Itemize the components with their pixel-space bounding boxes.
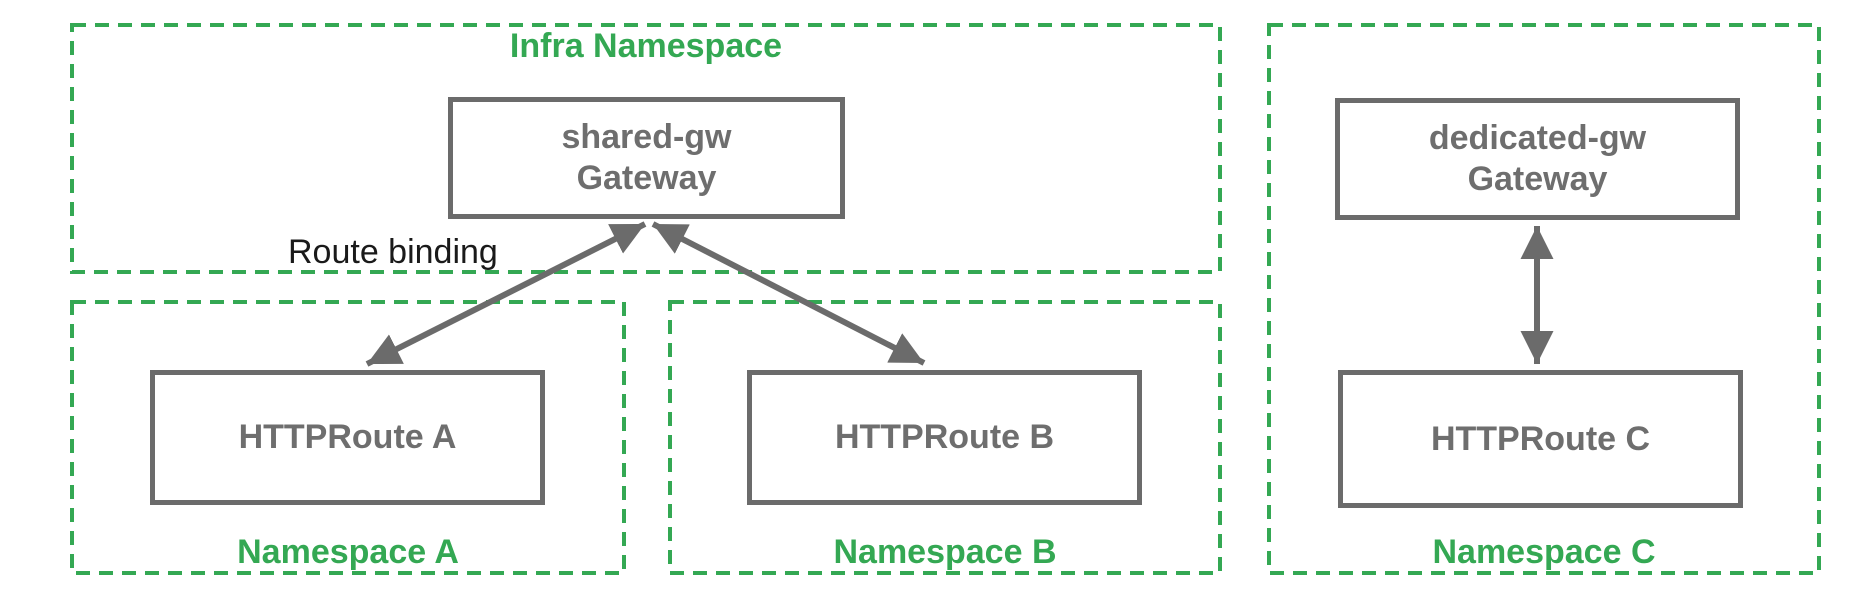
route-binding-annotation: Route binding — [288, 233, 498, 271]
httproute-b-node: HTTPRoute B — [747, 370, 1142, 505]
namespace-a-label: Namespace A — [237, 533, 459, 571]
dedicated-gateway-name: dedicated-gw — [1428, 119, 1647, 157]
httproute-b-label: HTTPRoute B — [834, 418, 1055, 456]
namespace-b-box — [668, 300, 1222, 575]
dedicated-gateway-kind: Gateway — [1467, 160, 1608, 198]
namespace-a-box — [70, 300, 626, 575]
httproute-c-node: HTTPRoute C — [1338, 370, 1743, 508]
infra-namespace-box — [70, 23, 1222, 274]
httproute-a-node: HTTPRoute A — [150, 370, 545, 505]
shared-gateway-name: shared-gw — [561, 118, 732, 156]
namespace-c-box — [1267, 23, 1821, 575]
shared-gateway-kind: Gateway — [576, 159, 717, 197]
route-b-binding-arrow — [651, 221, 926, 366]
httproute-a-label: HTTPRoute A — [238, 418, 457, 456]
route-a-binding-arrow — [365, 221, 647, 367]
namespace-b-label: Namespace B — [833, 533, 1057, 571]
httproute-c-label: HTTPRoute C — [1430, 419, 1651, 458]
dedicated-gateway-node: dedicated-gw Gateway — [1335, 98, 1740, 220]
infra-namespace-label: Infra Namespace — [509, 27, 783, 65]
namespace-c-label: Namespace C — [1432, 533, 1656, 571]
shared-gateway-node: shared-gw Gateway — [448, 97, 845, 219]
